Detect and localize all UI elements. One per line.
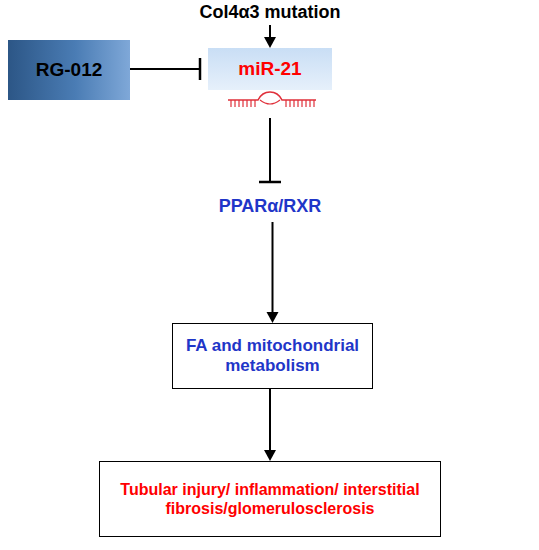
node-text: miR-21 xyxy=(238,58,301,81)
arrow-connector xyxy=(264,389,276,461)
inhibition-connector xyxy=(130,58,200,80)
arrow-connector xyxy=(267,222,279,323)
inhibition-connector xyxy=(259,118,281,182)
rna-hairpin xyxy=(228,92,316,107)
node-text: Tubular injury/ inflammation/ interstiti… xyxy=(108,480,432,518)
cause-label: Col4α3 mutation xyxy=(160,1,380,25)
target-label: PPARα/RXR xyxy=(170,194,370,220)
process-box: FA and mitochondrial metabolism xyxy=(172,323,373,389)
node-text: PPARα/RXR xyxy=(219,196,322,218)
drug-box: RG-012 xyxy=(8,40,130,100)
node-text: FA and mitochondrial metabolism xyxy=(181,336,364,377)
node-text: RG-012 xyxy=(36,59,103,82)
mirna-box: miR-21 xyxy=(208,48,332,90)
node-text: Col4α3 mutation xyxy=(199,2,340,24)
outcome-box: Tubular injury/ inflammation/ interstiti… xyxy=(99,461,441,537)
arrow-connector xyxy=(264,25,276,48)
